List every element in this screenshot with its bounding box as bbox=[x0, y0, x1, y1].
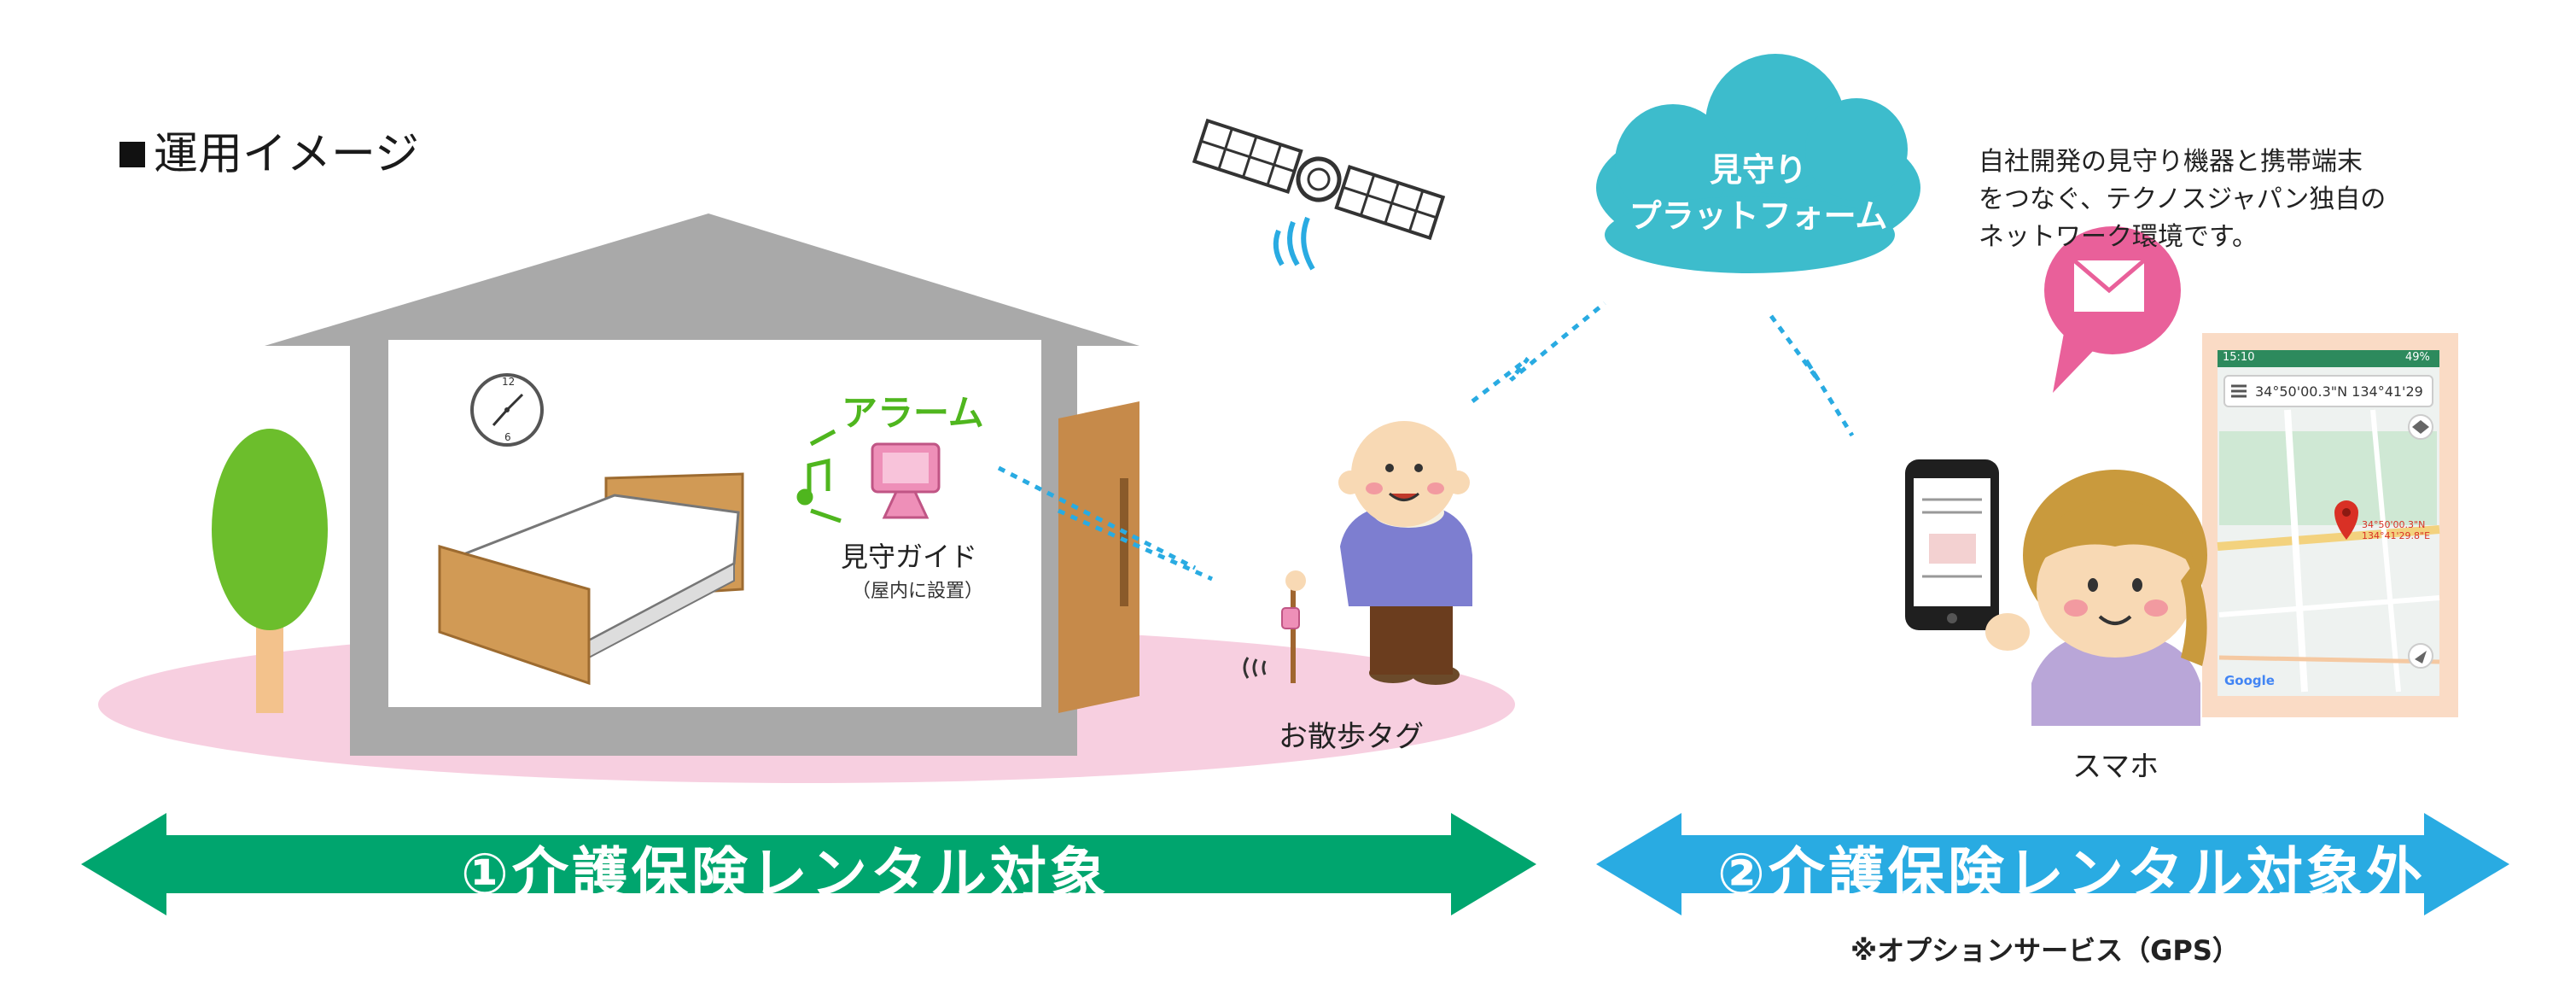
navigate-icon bbox=[2408, 643, 2433, 669]
option-service-note: ※オプションサービス（GPS） bbox=[1850, 934, 2240, 967]
music-note-icon bbox=[796, 429, 842, 523]
elderly-man-illustration bbox=[1281, 421, 1472, 685]
platform-cloud bbox=[1596, 54, 1920, 273]
satellite-icon bbox=[1192, 118, 1446, 241]
arrow-in-scope bbox=[81, 813, 1536, 915]
bed-illustration bbox=[438, 472, 744, 686]
guide-device-icon bbox=[871, 442, 941, 519]
map-status-time: 15:10 bbox=[2223, 351, 2255, 364]
square-bullet-icon bbox=[119, 142, 145, 167]
guide-sub-label: （屋内に設置） bbox=[852, 581, 984, 602]
satellite-signal-waves bbox=[1273, 216, 1315, 271]
girl-illustration bbox=[1985, 470, 2207, 726]
map-pin-label-line2: 134°41'29.8"E bbox=[2362, 530, 2431, 541]
page-title: 運用イメージ bbox=[119, 118, 419, 182]
platform-description: 自社開発の見守り機器と携帯端末 をつなぐ、テクノスジャパン独自の ネットワーク環… bbox=[1979, 147, 2387, 252]
platform-title-line2: プラットフォーム bbox=[1629, 197, 1888, 235]
map-tablet bbox=[2202, 333, 2458, 717]
platform-title-line1: 見守り bbox=[1709, 151, 1807, 189]
map-battery: 49% bbox=[2405, 351, 2430, 364]
page-title-text: 運用イメージ bbox=[154, 129, 419, 180]
map-google-logo: Google bbox=[2224, 673, 2275, 688]
clock-number-12: 12 bbox=[502, 376, 516, 388]
in-scope-label: ①介護保険レンタル対象 bbox=[461, 841, 1110, 907]
clock-number-6: 6 bbox=[504, 431, 511, 443]
clock-icon bbox=[470, 373, 544, 447]
smartphone-label: スマホ bbox=[2072, 750, 2159, 784]
mail-icon bbox=[2044, 226, 2181, 393]
alarm-label: アラーム bbox=[842, 392, 984, 434]
signal-lines bbox=[997, 301, 1855, 582]
guide-label: 見守ガイド bbox=[841, 541, 978, 573]
smartphone-device bbox=[1905, 459, 1999, 630]
map-pin-label: 34°50'00.3"N 134°41'29.8"E bbox=[2362, 519, 2430, 541]
arrow-out-of-scope bbox=[1596, 813, 2509, 915]
out-of-scope-label: ②介護保険レンタル対象外 bbox=[1717, 841, 2426, 907]
map-pin-label-line1: 34°50'00.3"N bbox=[2362, 519, 2426, 530]
map-pin-icon bbox=[2334, 500, 2358, 540]
map-coordinates-bar: 34°50'00.3"N 134°41'29 bbox=[2255, 383, 2423, 400]
layers-icon bbox=[2408, 414, 2433, 440]
walk-tag-label: お散歩タグ bbox=[1279, 720, 1424, 754]
menu-icon bbox=[2231, 384, 2247, 398]
tag-signal-icon bbox=[1243, 657, 1267, 679]
tree-illustration bbox=[212, 429, 328, 713]
